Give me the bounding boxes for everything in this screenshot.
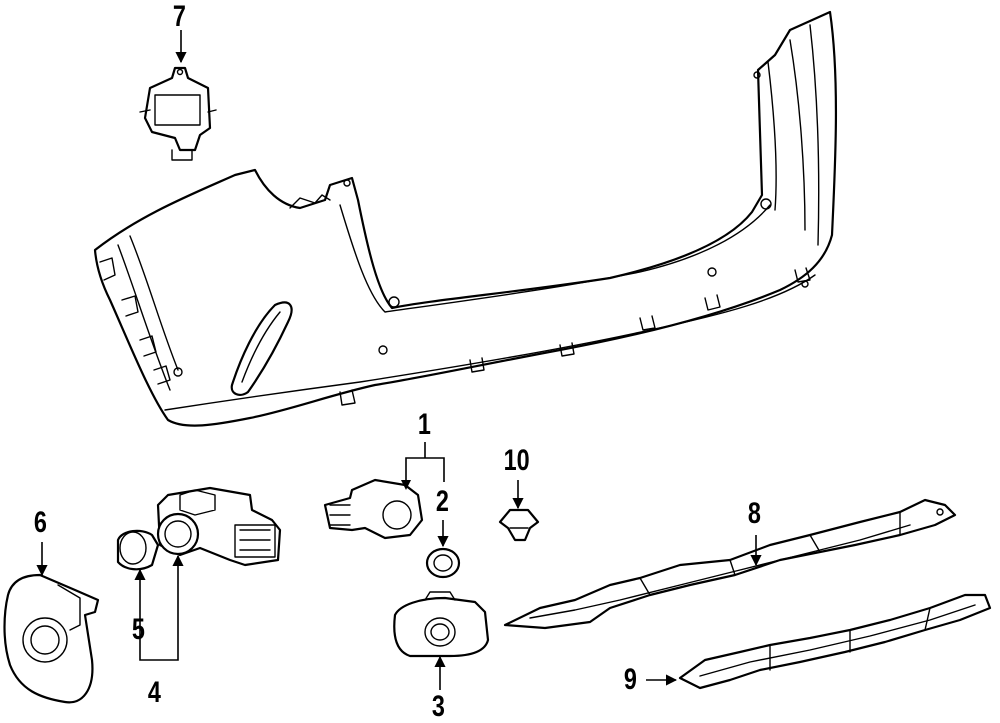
callout-9: 9	[623, 663, 637, 696]
callout-1: 1	[417, 408, 431, 441]
callout-8: 8	[747, 497, 761, 530]
part-10-push-clip	[498, 480, 540, 542]
bumper-cover	[93, 10, 838, 427]
part-6-sensor-bracket	[3, 542, 100, 704]
callout-5: 5	[131, 613, 145, 646]
callout-6: 6	[33, 506, 47, 539]
part-3-sensor-holder	[393, 591, 490, 690]
callout-4: 4	[147, 676, 161, 709]
part-4-parking-sensor	[156, 486, 282, 610]
callout-10: 10	[503, 444, 530, 477]
part-5-sensor-ring	[116, 529, 160, 610]
callout-7: 7	[172, 0, 186, 33]
part-7-control-module	[139, 30, 217, 161]
callout-3: 3	[431, 690, 445, 723]
part-8-bumper-bracket	[503, 498, 957, 630]
part-9-bumper-bracket	[646, 593, 992, 690]
part-2-sensor-ring	[425, 520, 461, 579]
part-1-parking-sensor	[323, 478, 424, 540]
callout-4-bracket	[139, 610, 179, 661]
callout-2: 2	[435, 485, 449, 518]
callout-1-bracket	[405, 442, 445, 488]
